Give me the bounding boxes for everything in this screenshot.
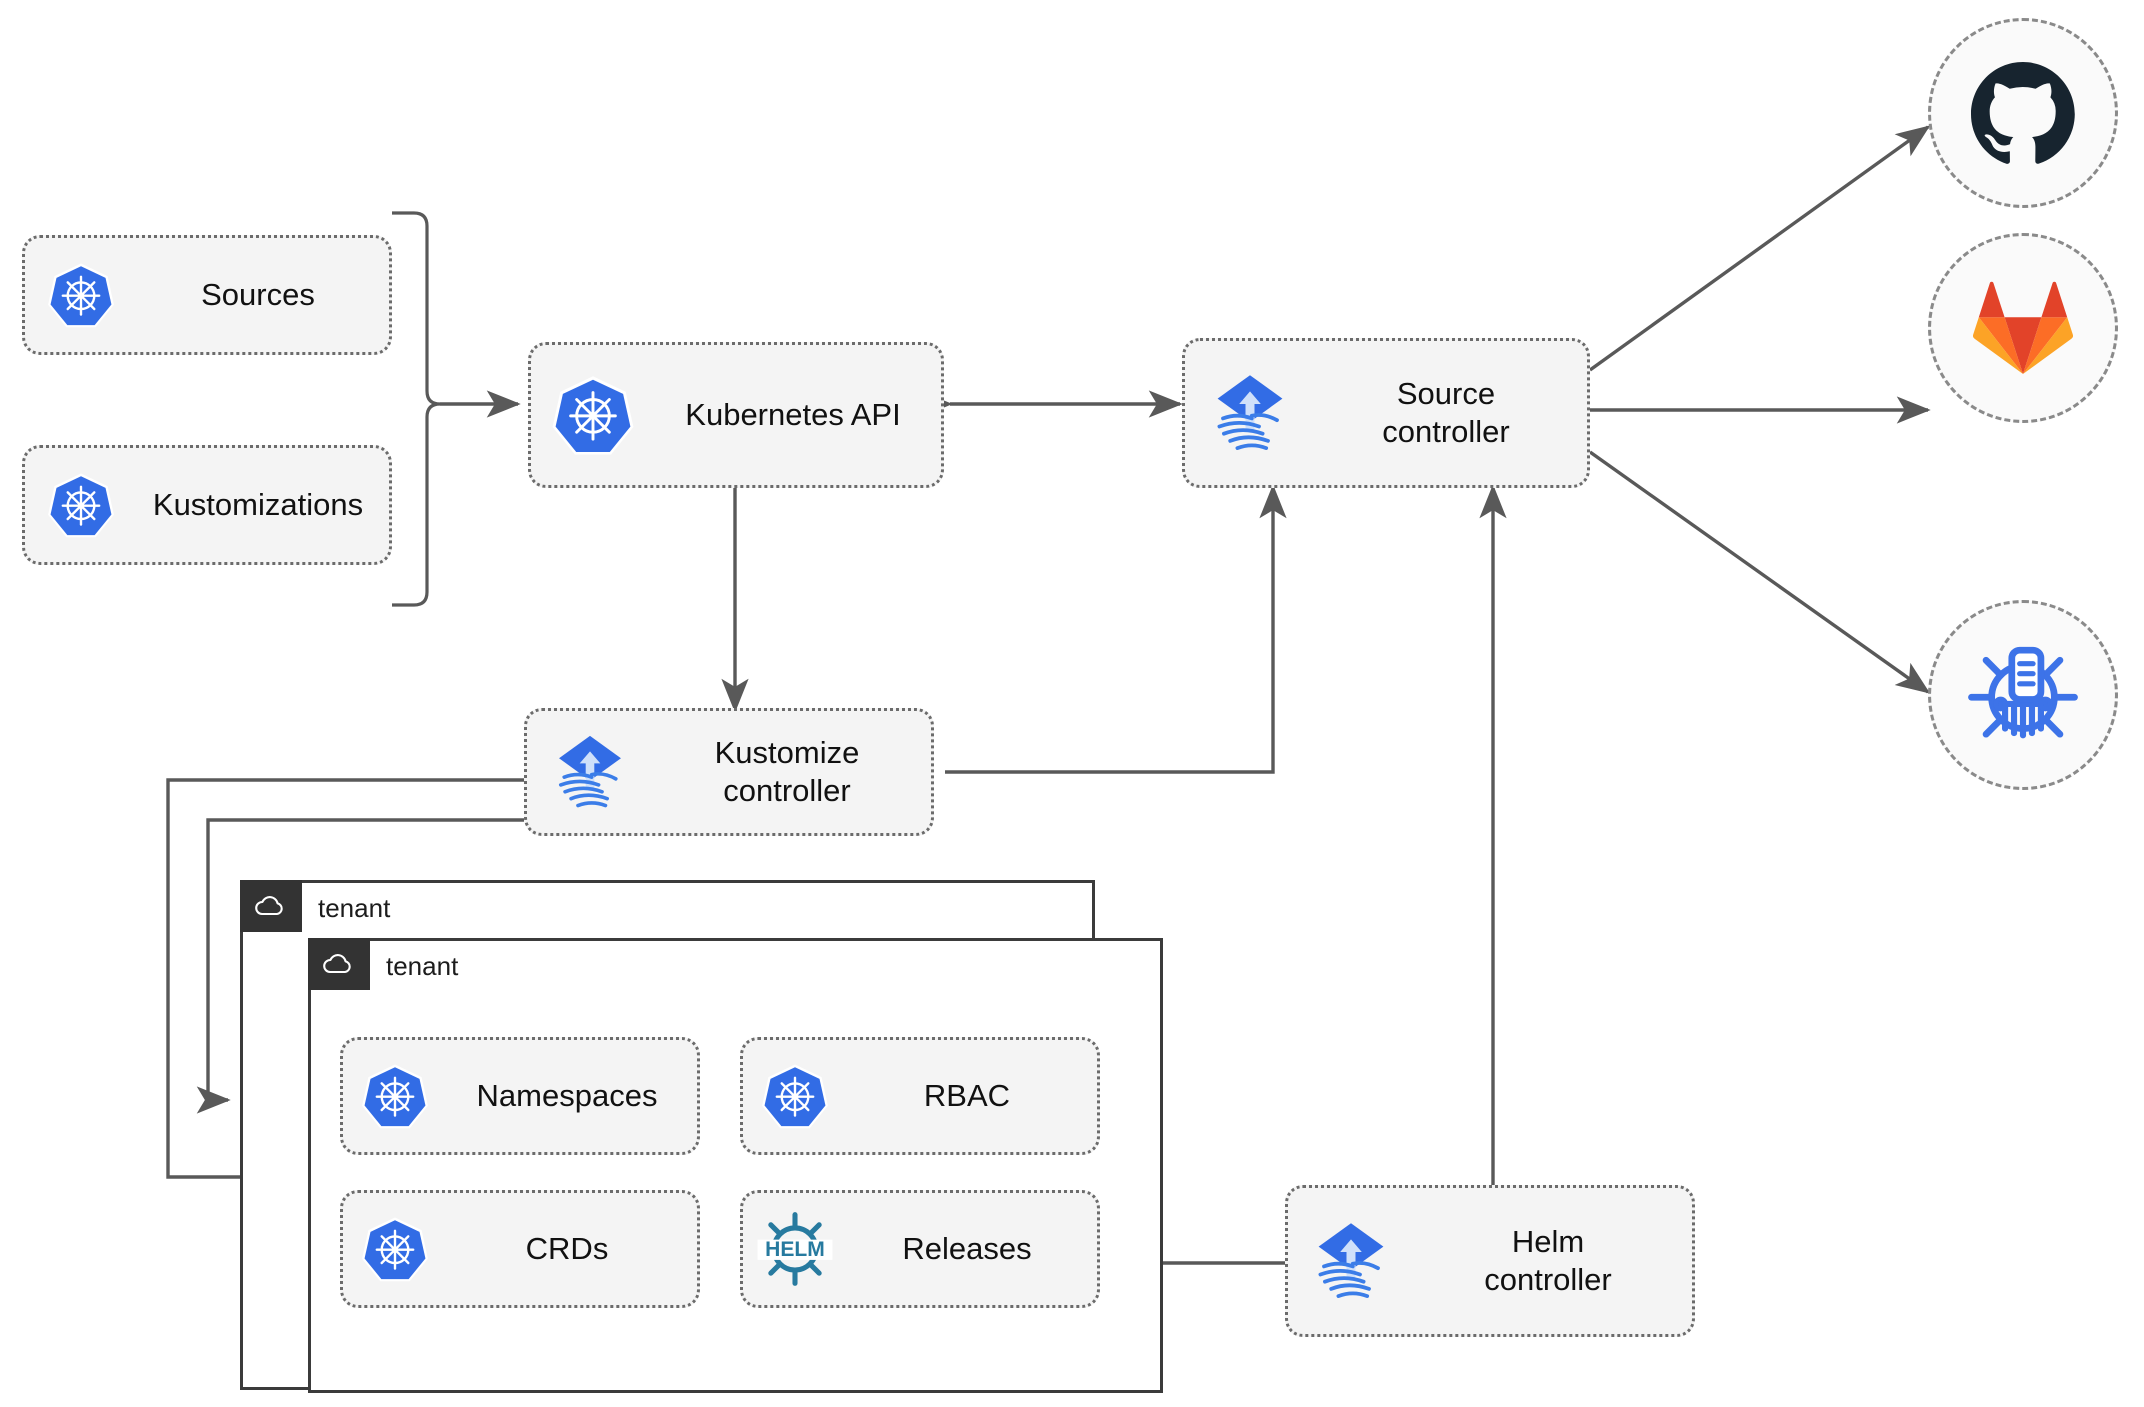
cloud-icon	[323, 954, 351, 974]
kubernetes-icon	[343, 1214, 447, 1284]
helm-icon: HELM	[743, 1210, 847, 1288]
node-label: Kustomizations	[152, 487, 364, 523]
node-source-controller[interactable]: Source controller	[1182, 338, 1590, 488]
node-label: Namespaces	[476, 1078, 658, 1114]
node-namespaces[interactable]: Namespaces	[340, 1037, 700, 1155]
endpoint-gitlab[interactable]	[1928, 233, 2118, 423]
node-label: RBAC	[923, 1078, 1011, 1114]
node-sources[interactable]: Sources	[22, 235, 392, 355]
node-crds[interactable]: CRDs	[340, 1190, 700, 1308]
node-label: Kustomize controller	[714, 735, 860, 808]
node-kubernetes-api[interactable]: Kubernetes API	[528, 342, 944, 488]
kubernetes-icon	[25, 260, 137, 330]
node-kustomizations[interactable]: Kustomizations	[22, 445, 392, 565]
node-releases[interactable]: HELM Releases	[740, 1190, 1100, 1308]
node-rbac[interactable]: RBAC	[740, 1037, 1100, 1155]
tenant-container-front	[308, 938, 1163, 1393]
tenant-tab-front	[308, 938, 370, 990]
node-label: Helm controller	[1484, 1224, 1612, 1297]
github-icon	[1971, 62, 2075, 164]
node-helm-controller[interactable]: Helm controller	[1285, 1185, 1695, 1337]
tenant-tab-back	[240, 880, 302, 932]
tenant-title-front: tenant	[386, 951, 459, 981]
flux-icon	[1288, 1216, 1414, 1306]
helm-chart-repository-icon	[1968, 646, 2078, 739]
flux-icon	[1185, 368, 1315, 458]
tenant-title-back: tenant	[318, 893, 391, 923]
node-label: CRDs	[525, 1231, 609, 1267]
node-label: Source controller	[1382, 376, 1510, 449]
node-label: Sources	[201, 277, 315, 313]
endpoint-github[interactable]	[1928, 18, 2118, 208]
kubernetes-icon	[531, 372, 655, 458]
node-kustomize-controller[interactable]: Kustomize controller	[524, 708, 934, 836]
node-label: Kubernetes API	[685, 397, 901, 433]
svg-text:HELM: HELM	[765, 1238, 825, 1261]
kubernetes-icon	[343, 1061, 447, 1131]
gitlab-icon	[1973, 281, 2073, 374]
cloud-icon	[255, 896, 283, 916]
kubernetes-icon	[25, 470, 137, 540]
endpoint-helm-repository[interactable]	[1928, 600, 2118, 790]
flux-icon	[527, 729, 653, 815]
kubernetes-icon	[743, 1061, 847, 1131]
node-label: Releases	[902, 1231, 1032, 1267]
